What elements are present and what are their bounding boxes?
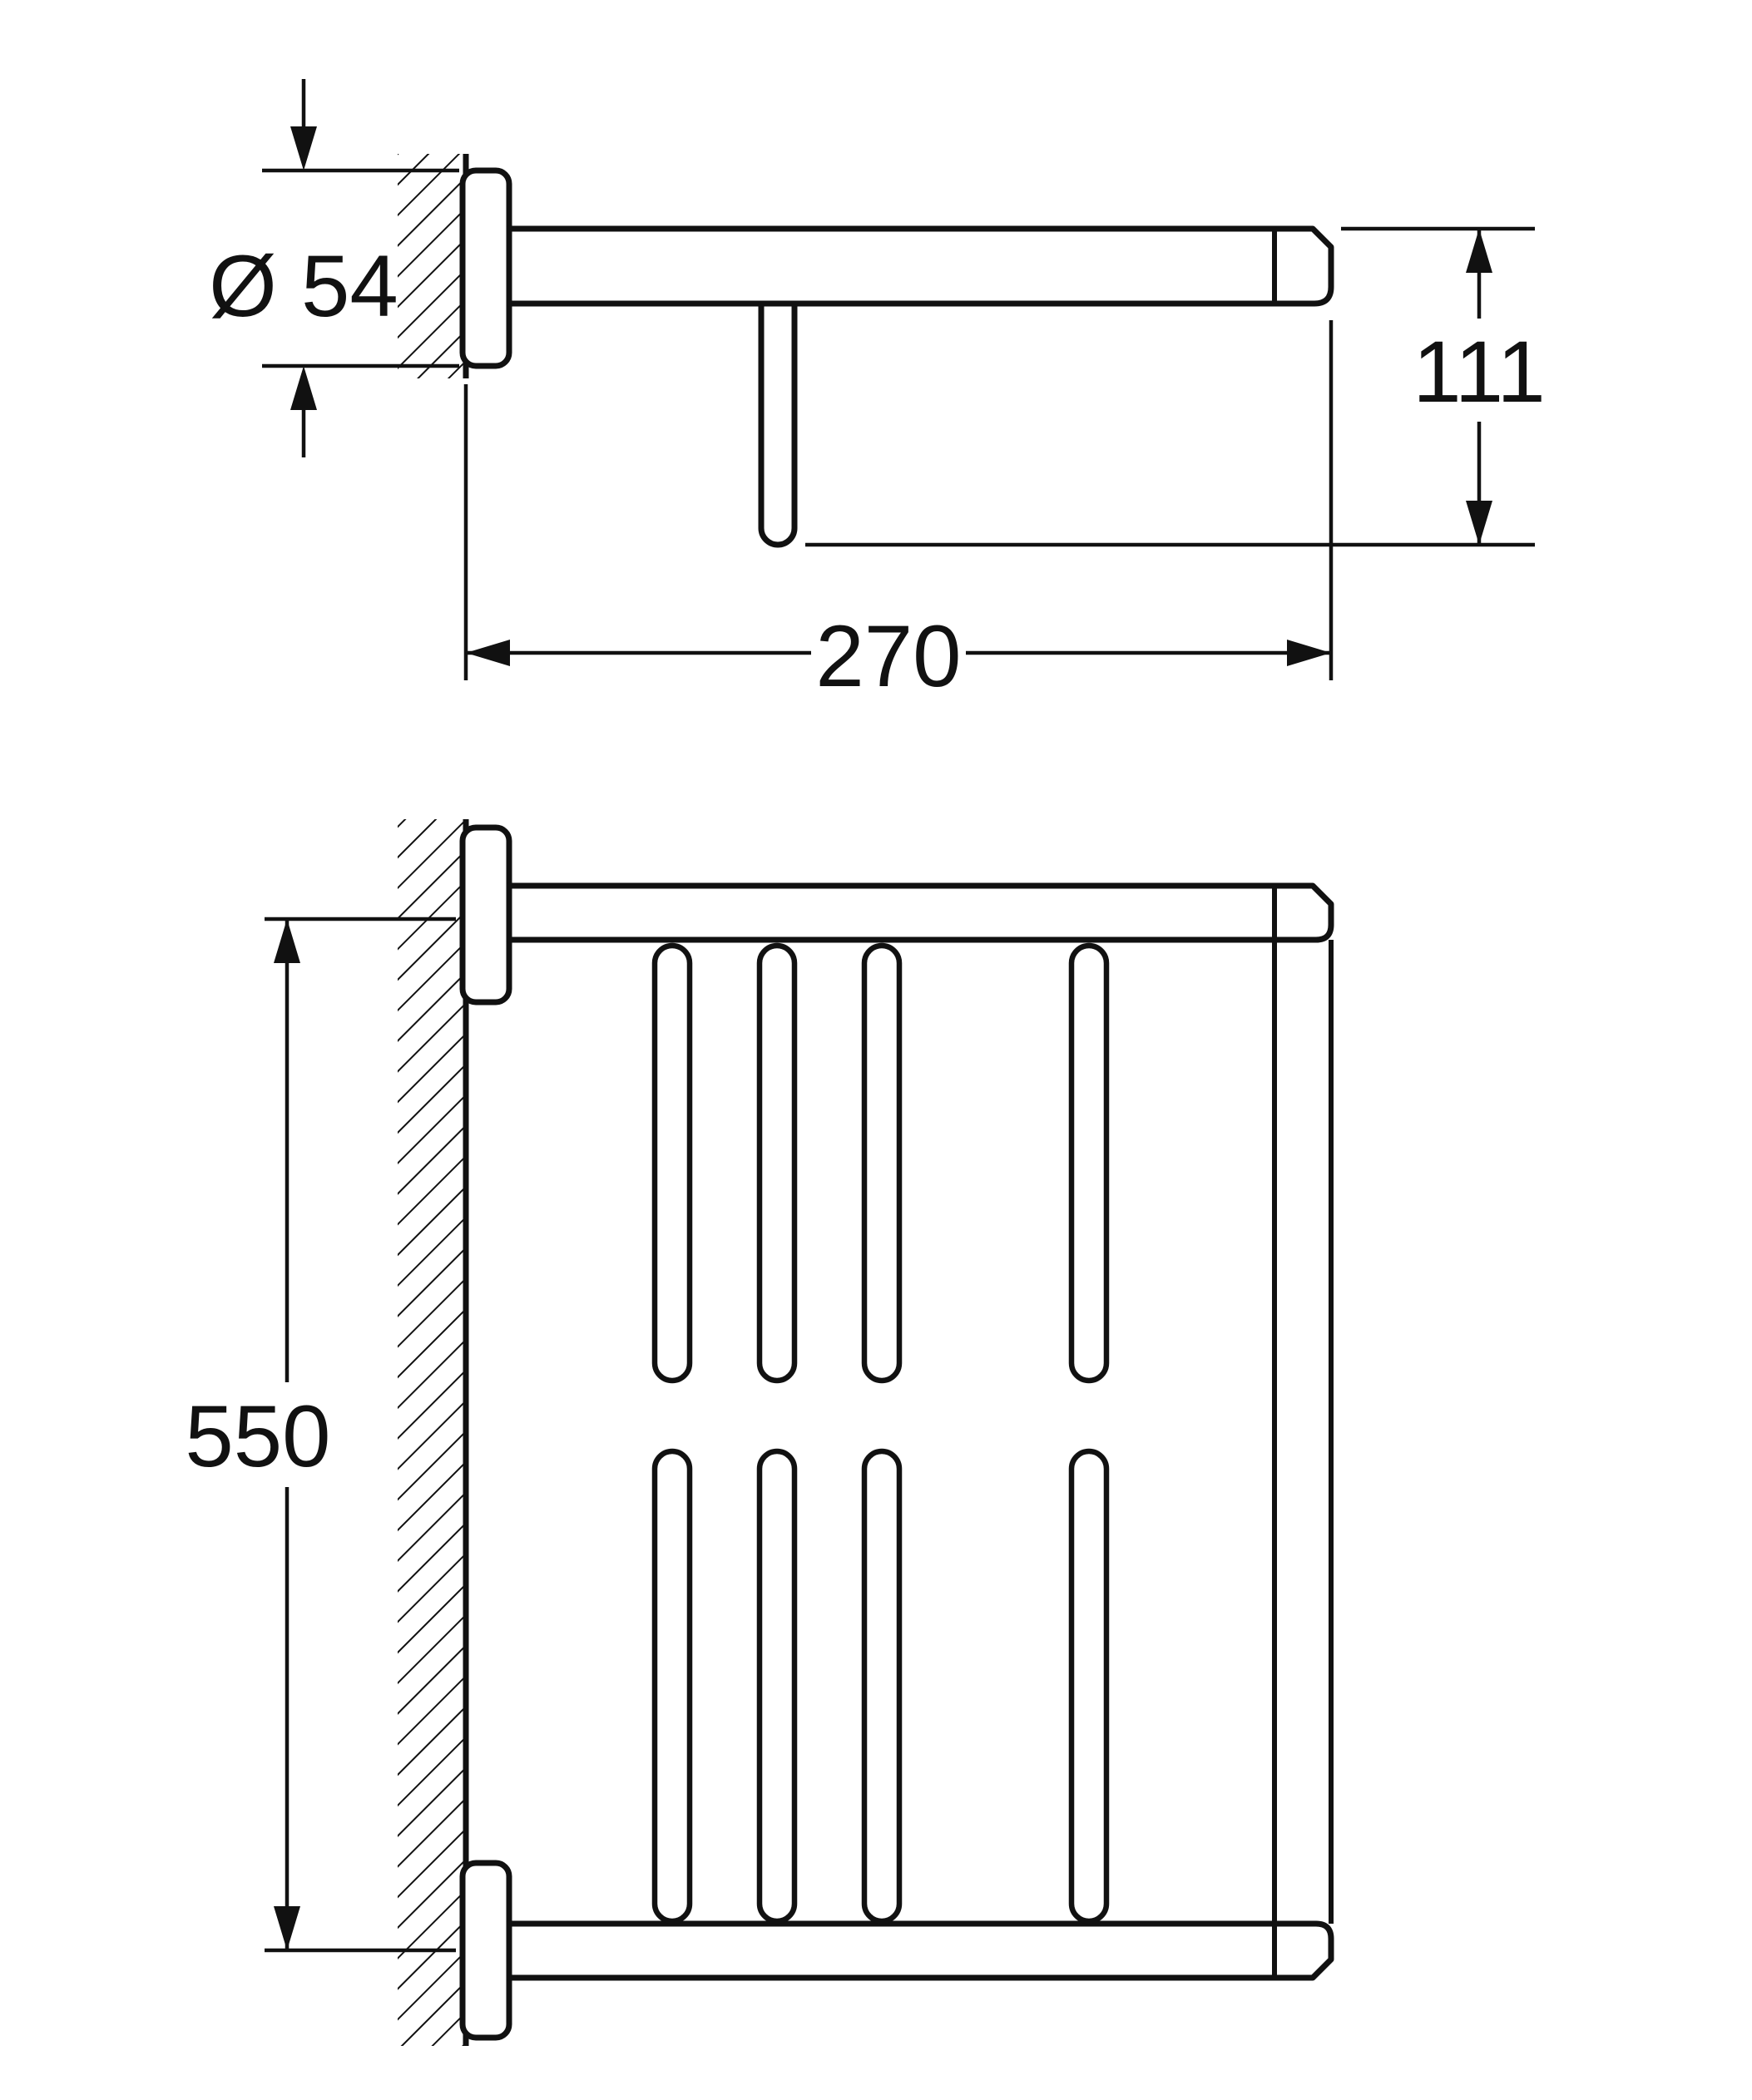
label-background xyxy=(811,605,966,704)
arrow-up-icon xyxy=(274,919,300,963)
towel-rail-upper-segment xyxy=(861,942,903,1384)
arrow-down-icon xyxy=(1466,501,1492,545)
dimension-label-diameter: Ø 54 xyxy=(209,238,398,335)
towel-rail-upper-segment xyxy=(651,942,693,1384)
arrow-down-icon xyxy=(274,1906,300,1950)
label-background xyxy=(176,1382,339,1487)
support-arm-top xyxy=(506,882,1334,943)
dimension-width: 550 xyxy=(176,917,456,1953)
dimension-label-width: 550 xyxy=(185,1388,330,1485)
towel-rail-upper-segment xyxy=(756,942,798,1384)
towel-rail-lower-segment xyxy=(651,1448,693,1925)
towel-rail-lower-segment xyxy=(756,1448,798,1925)
arrow-right-icon xyxy=(1287,640,1331,666)
label-background xyxy=(1403,319,1556,422)
dimension-projection: 270 xyxy=(463,320,1334,705)
mounting-flange-top xyxy=(459,824,512,1006)
towel-rail-lower-segment xyxy=(861,1448,903,1925)
arrow-up-icon xyxy=(1466,229,1492,273)
support-arm-bottom xyxy=(506,1920,1334,1981)
mounting-flange xyxy=(459,167,512,369)
arrow-down-icon xyxy=(290,126,317,170)
plan-view: 550 xyxy=(176,819,1334,2046)
dimension-label-projection: 270 xyxy=(815,608,961,705)
dimension-flange-diameter: Ø 54 xyxy=(209,79,459,457)
wall-hatching xyxy=(398,819,466,2046)
wall-hatching xyxy=(398,154,466,378)
towel-rail-hook xyxy=(758,304,798,548)
side-view: Ø 54 111 270 xyxy=(209,79,1556,705)
dimension-label-height: 111 xyxy=(1413,324,1546,421)
mounting-flange-bottom xyxy=(459,1860,512,2041)
arrow-up-icon xyxy=(290,366,317,410)
towel-rail-lower-segment xyxy=(1068,1448,1110,1925)
dimension-height: 111 xyxy=(805,226,1556,547)
towel-rail-upper-segment xyxy=(1068,942,1110,1384)
arrow-left-icon xyxy=(466,640,510,666)
support-arm xyxy=(506,225,1334,307)
